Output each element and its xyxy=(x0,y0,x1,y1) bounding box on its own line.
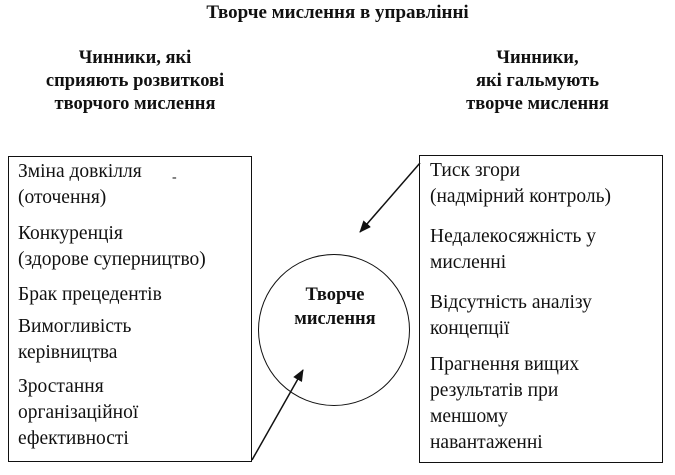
factor-line: організаційної xyxy=(18,402,139,423)
heading-line: Чинники, які xyxy=(78,48,192,68)
heading-line: які гальмують xyxy=(475,71,600,91)
factor-item: Прагнення вищих результатів при меншому … xyxy=(430,352,579,456)
factor-line: Тиск згори xyxy=(430,160,521,181)
factor-line: Вимогливість xyxy=(18,316,132,337)
factor-line: керівництва xyxy=(18,342,118,363)
center-label-line: мислення xyxy=(294,309,376,329)
heading-line: Чинники, xyxy=(496,48,579,68)
factor-item: Брак прецедентів xyxy=(18,282,162,308)
factor-line: результатів при xyxy=(430,380,559,401)
factor-line: меншому xyxy=(430,406,508,427)
heading-line: творчого мислення xyxy=(54,94,216,114)
factor-item: Недалекосяжність у мисленні xyxy=(430,224,596,276)
center-label: Творче мислення xyxy=(259,283,411,331)
factor-line: Конкуренція xyxy=(18,223,123,244)
factor-line: (оточення) xyxy=(18,187,107,208)
promoting-factors-box: Зміна довкілля (оточення) Конкуренція (з… xyxy=(8,156,252,462)
inhibiting-factors-box: Тиск згори (надмірний контроль) Недалеко… xyxy=(419,155,663,463)
diagram-title: Творче мислення в управлінні xyxy=(206,2,469,23)
right-column-heading: Чинники, які гальмують творче мислення xyxy=(400,47,675,116)
factor-item: Відсутність аналізу концепції xyxy=(430,290,592,342)
left-column-heading: Чинники, які сприяють розвиткові творчог… xyxy=(20,47,250,116)
factor-line: Відсутність аналізу xyxy=(430,292,592,313)
factor-item: Вимогливість керівництва xyxy=(18,314,131,366)
factor-line: Прагнення вищих xyxy=(430,354,580,375)
factor-line: Зміна довкілля xyxy=(18,161,142,182)
heading-line: творче мислення xyxy=(466,94,609,114)
factor-item: Конкуренція (здорове суперництво) xyxy=(18,221,206,273)
center-label-line: Творче xyxy=(305,285,365,305)
factor-line: Зростання xyxy=(18,376,104,397)
factor-item: Зростання організаційної ефективності xyxy=(18,374,138,452)
factor-line: (здорове суперництво) xyxy=(18,249,206,270)
promoting-arrow xyxy=(251,369,304,461)
factor-line: мисленні xyxy=(430,252,507,273)
inhibiting-arrow xyxy=(359,162,421,233)
factor-line: Недалекосяжність у xyxy=(430,226,596,247)
heading-line: сприяють розвиткові xyxy=(45,71,225,91)
factor-line: Брак прецедентів xyxy=(18,284,162,305)
stray-mark: - xyxy=(172,170,177,185)
creative-thinking-circle: Творче мислення xyxy=(258,254,410,406)
factor-line: концепції xyxy=(430,318,510,339)
factor-line: ефективності xyxy=(18,428,129,449)
factor-item: Зміна довкілля (оточення) xyxy=(18,159,142,211)
factor-line: (надмірний контроль) xyxy=(430,186,611,207)
factor-line: навантаженні xyxy=(430,432,543,453)
factor-item: Тиск згори (надмірний контроль) xyxy=(430,158,611,210)
